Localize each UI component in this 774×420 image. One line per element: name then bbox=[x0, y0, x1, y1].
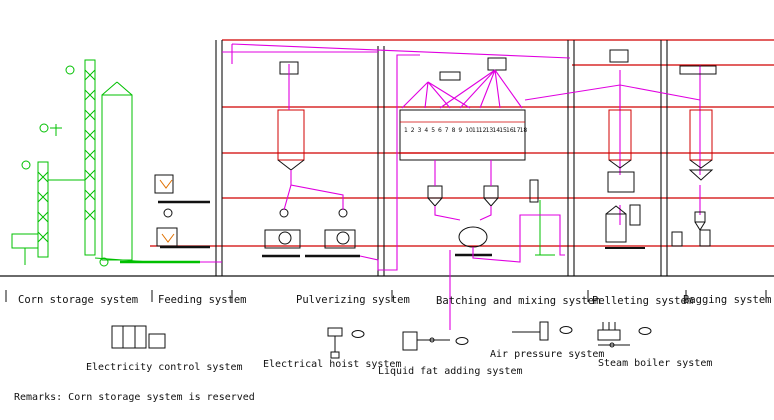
system-label-pelleting: Pelleting system bbox=[592, 295, 693, 307]
bin-number-label: 10 bbox=[465, 127, 473, 134]
feeding-equipment bbox=[154, 174, 210, 249]
bin-number-label: 6 bbox=[438, 127, 442, 134]
bin-number-label: 3 bbox=[418, 127, 422, 134]
bagging-equipment bbox=[671, 65, 717, 247]
electricity-control-icon bbox=[111, 325, 166, 349]
bin-number-label: 7 bbox=[445, 127, 449, 134]
bin-number-label: 13 bbox=[486, 127, 494, 134]
system-label-corn-storage: Corn storage system bbox=[18, 294, 138, 306]
pulverizing-equipment bbox=[262, 61, 360, 258]
system-label-bagging: Bagging system bbox=[683, 294, 772, 306]
steam-boiler-icon bbox=[597, 322, 652, 348]
batching-bins bbox=[399, 109, 526, 161]
system-brackets bbox=[5, 290, 767, 302]
bin-number-label: 15 bbox=[499, 127, 507, 134]
batching-equipment bbox=[427, 57, 555, 257]
legend-label-air-pressure: Air pressure system bbox=[490, 349, 604, 360]
legend-label-electricity-control: Electricity control system bbox=[86, 362, 243, 373]
bin-number-label: 9 bbox=[458, 127, 462, 134]
bin-number-label: 16 bbox=[506, 127, 514, 134]
liquid-fat-icon bbox=[402, 331, 469, 351]
building-columns bbox=[215, 40, 668, 276]
bin-number-label: 1 bbox=[404, 127, 408, 134]
conveying-lines bbox=[200, 43, 701, 330]
pelleting-equipment bbox=[605, 49, 645, 249]
bin-number-label: 4 bbox=[424, 127, 428, 134]
remarks-text: Remarks: Corn storage system is reserved bbox=[14, 392, 255, 403]
bin-number-label: 11 bbox=[472, 127, 480, 134]
system-label-feeding: Feeding system bbox=[158, 294, 247, 306]
legend-label-steam-boiler: Steam boiler system bbox=[598, 358, 712, 369]
bin-number-label: 17 bbox=[513, 127, 521, 134]
bin-number-label: 18 bbox=[520, 127, 528, 134]
bin-number-label: 12 bbox=[479, 127, 487, 134]
legend-label-liquid-fat: Liquid fat adding system bbox=[378, 366, 523, 377]
bin-number-label: 8 bbox=[452, 127, 456, 134]
air-pressure-icon bbox=[512, 321, 573, 341]
bin-number-label: 14 bbox=[492, 127, 500, 134]
electrical-hoist-icon bbox=[327, 327, 365, 359]
bin-number-label: 5 bbox=[431, 127, 435, 134]
corn-storage-equipment bbox=[11, 59, 200, 267]
bin-number-label: 2 bbox=[411, 127, 415, 134]
system-label-batching-mixing: Batching and mixing system bbox=[436, 295, 600, 307]
legend-label-electrical-hoist: Electrical hoist system bbox=[263, 359, 401, 370]
system-label-pulverizing: Pulverizing system bbox=[296, 294, 410, 306]
